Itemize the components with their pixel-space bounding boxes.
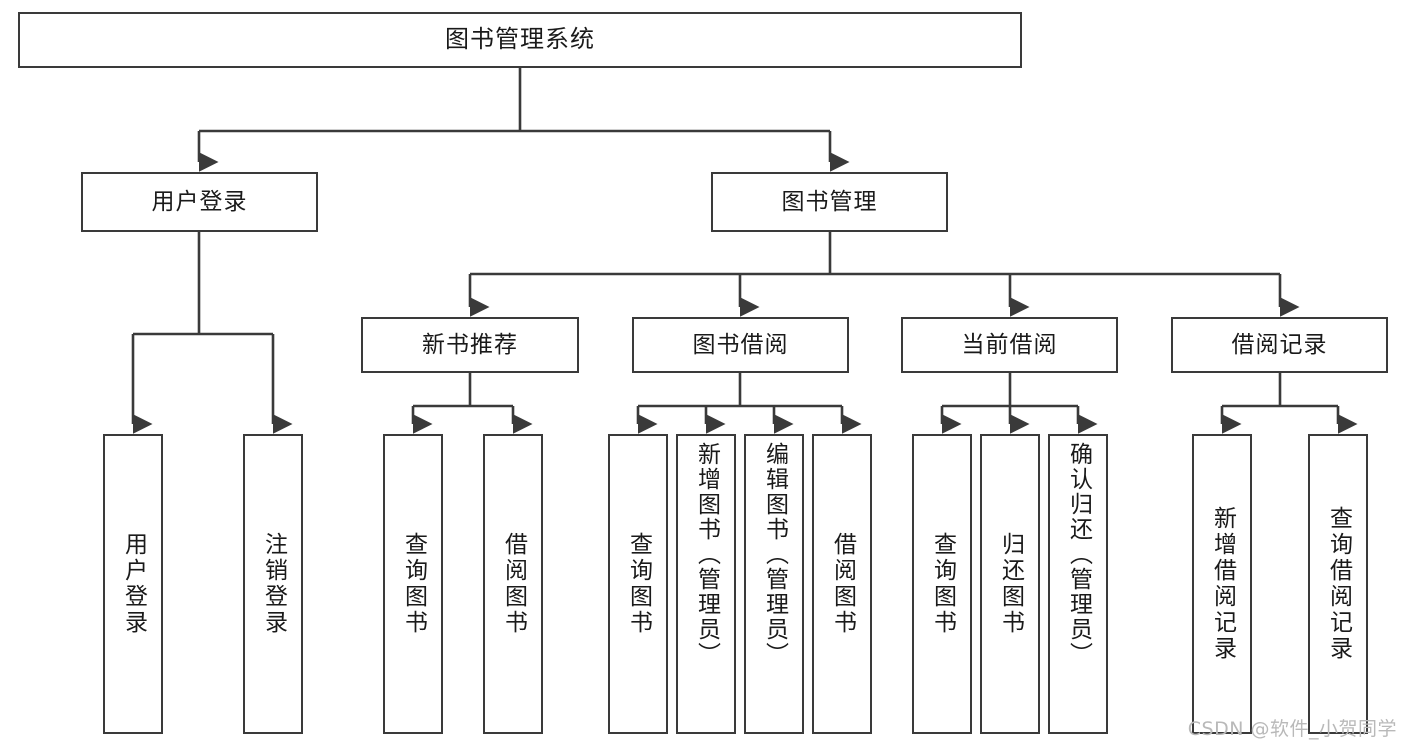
node-label: 图书管理系统 [445,25,595,54]
node-label: 借阅图书 [500,532,527,636]
node-label: 注销登录 [260,532,287,636]
leaf-borrow-book-recommend[interactable]: 借阅图书 [483,434,543,734]
node-user-login[interactable]: 用户登录 [81,172,318,232]
node-label: 用户登录 [120,532,147,636]
leaf-query-borrow-record[interactable]: 查询借阅记录 [1308,434,1368,734]
node-label: 查询借阅记录 [1325,506,1352,662]
node-borrow-record[interactable]: 借阅记录 [1171,317,1388,373]
node-label: 图书管理 [781,188,878,215]
leaf-query-book-current[interactable]: 查询图书 [912,434,972,734]
leaf-add-borrow-record[interactable]: 新增借阅记录 [1192,434,1252,734]
leaf-edit-book[interactable]: 编辑图书（管理员） [744,434,804,734]
node-label: 新增图书（管理员） [693,442,720,667]
node-label: 查询图书 [400,532,427,636]
leaf-add-book[interactable]: 新增图书（管理员） [676,434,736,734]
node-label: 确认归还（管理员） [1065,442,1092,667]
node-new-book-recommend[interactable]: 新书推荐 [361,317,579,373]
node-current-borrow[interactable]: 当前借阅 [901,317,1118,373]
node-book-management[interactable]: 图书管理 [711,172,948,232]
leaf-query-book-recommend[interactable]: 查询图书 [383,434,443,734]
node-label: 编辑图书（管理员） [761,442,788,667]
node-label: 查询图书 [929,532,956,636]
csdn-watermark: CSDN @软件_小贺同学 [1187,718,1397,740]
node-label: 新增借阅记录 [1209,506,1236,662]
node-label: 查询图书 [625,532,652,636]
leaf-borrow-book[interactable]: 借阅图书 [812,434,872,734]
node-label: 借阅图书 [829,532,856,636]
leaf-user-login[interactable]: 用户登录 [103,434,163,734]
leaf-return-book[interactable]: 归还图书 [980,434,1040,734]
node-root-system[interactable]: 图书管理系统 [18,12,1022,68]
leaf-query-book-borrow[interactable]: 查询图书 [608,434,668,734]
node-label: 图书借阅 [692,331,789,358]
leaf-confirm-return[interactable]: 确认归还（管理员） [1048,434,1108,734]
node-label: 用户登录 [151,188,248,215]
node-book-borrow[interactable]: 图书借阅 [632,317,849,373]
leaf-user-logout[interactable]: 注销登录 [243,434,303,734]
node-label: 归还图书 [997,532,1024,636]
node-label: 新书推荐 [422,331,518,358]
node-label: 借阅记录 [1231,331,1328,358]
node-label: 当前借阅 [961,331,1058,358]
